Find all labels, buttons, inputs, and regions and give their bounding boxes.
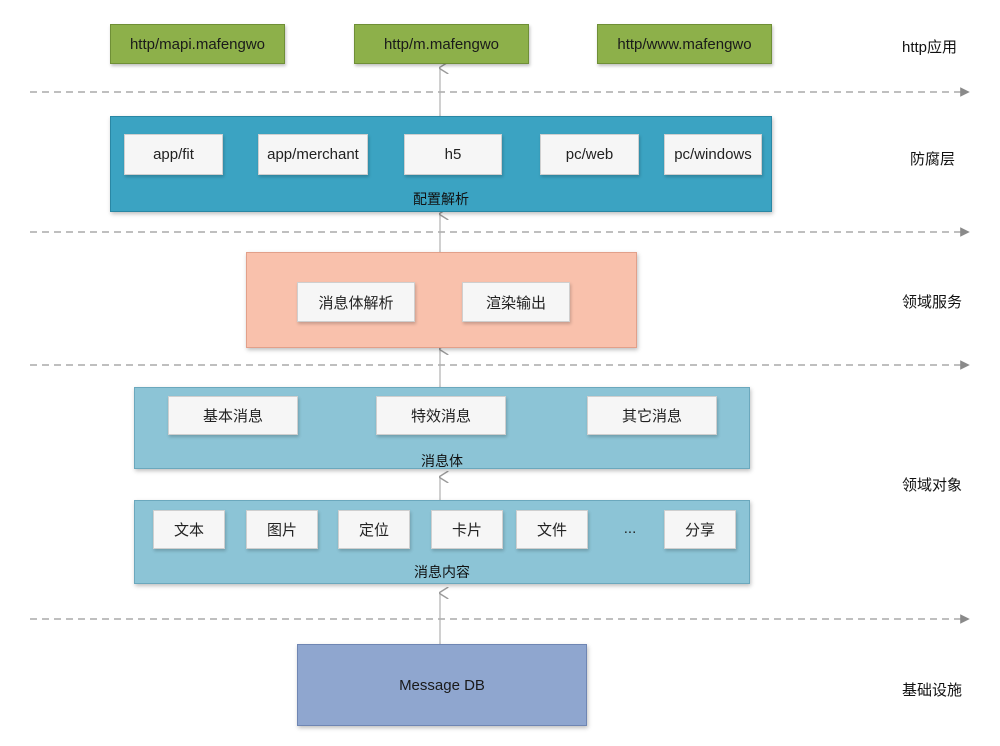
content-image-box: 图片 — [246, 510, 318, 549]
http-app-mapi: http/mapi.mafengwo — [110, 24, 285, 64]
message-content-caption: 消息内容 — [414, 564, 470, 580]
client-pc-web: pc/web — [540, 134, 639, 175]
content-location-box: 定位 — [338, 510, 410, 549]
layer-label-http: http应用 — [902, 39, 958, 56]
content-text-box: 文本 — [153, 510, 225, 549]
layer-label-anticorruption: 防腐层 — [910, 151, 956, 168]
layer-label-domain-service: 领域服务 — [902, 294, 963, 311]
http-app-www: http/www.mafengwo — [597, 24, 772, 64]
other-message-box: 其它消息 — [587, 396, 717, 435]
message-body-caption: 消息体 — [421, 453, 463, 469]
message-body-parse-box: 消息体解析 — [297, 282, 415, 322]
client-pc-windows: pc/windows — [664, 134, 762, 175]
basic-message-box: 基本消息 — [168, 396, 298, 435]
client-h5: h5 — [404, 134, 502, 175]
effect-message-box: 特效消息 — [376, 396, 506, 435]
content-ellipsis: ... — [623, 520, 637, 537]
content-file-box: 文件 — [516, 510, 588, 549]
layer-label-domain-object: 领域对象 — [902, 477, 963, 494]
client-app-fit: app/fit — [124, 134, 223, 175]
layer-label-infrastructure: 基础设施 — [902, 682, 963, 699]
anticorruption-caption: 配置解析 — [413, 191, 469, 207]
client-app-merchant: app/merchant — [258, 134, 368, 175]
content-card-box: 卡片 — [431, 510, 503, 549]
content-share-box: 分享 — [664, 510, 736, 549]
render-output-box: 渲染输出 — [462, 282, 570, 322]
http-app-m: http/m.mafengwo — [354, 24, 529, 64]
message-db-box: Message DB — [297, 644, 587, 726]
